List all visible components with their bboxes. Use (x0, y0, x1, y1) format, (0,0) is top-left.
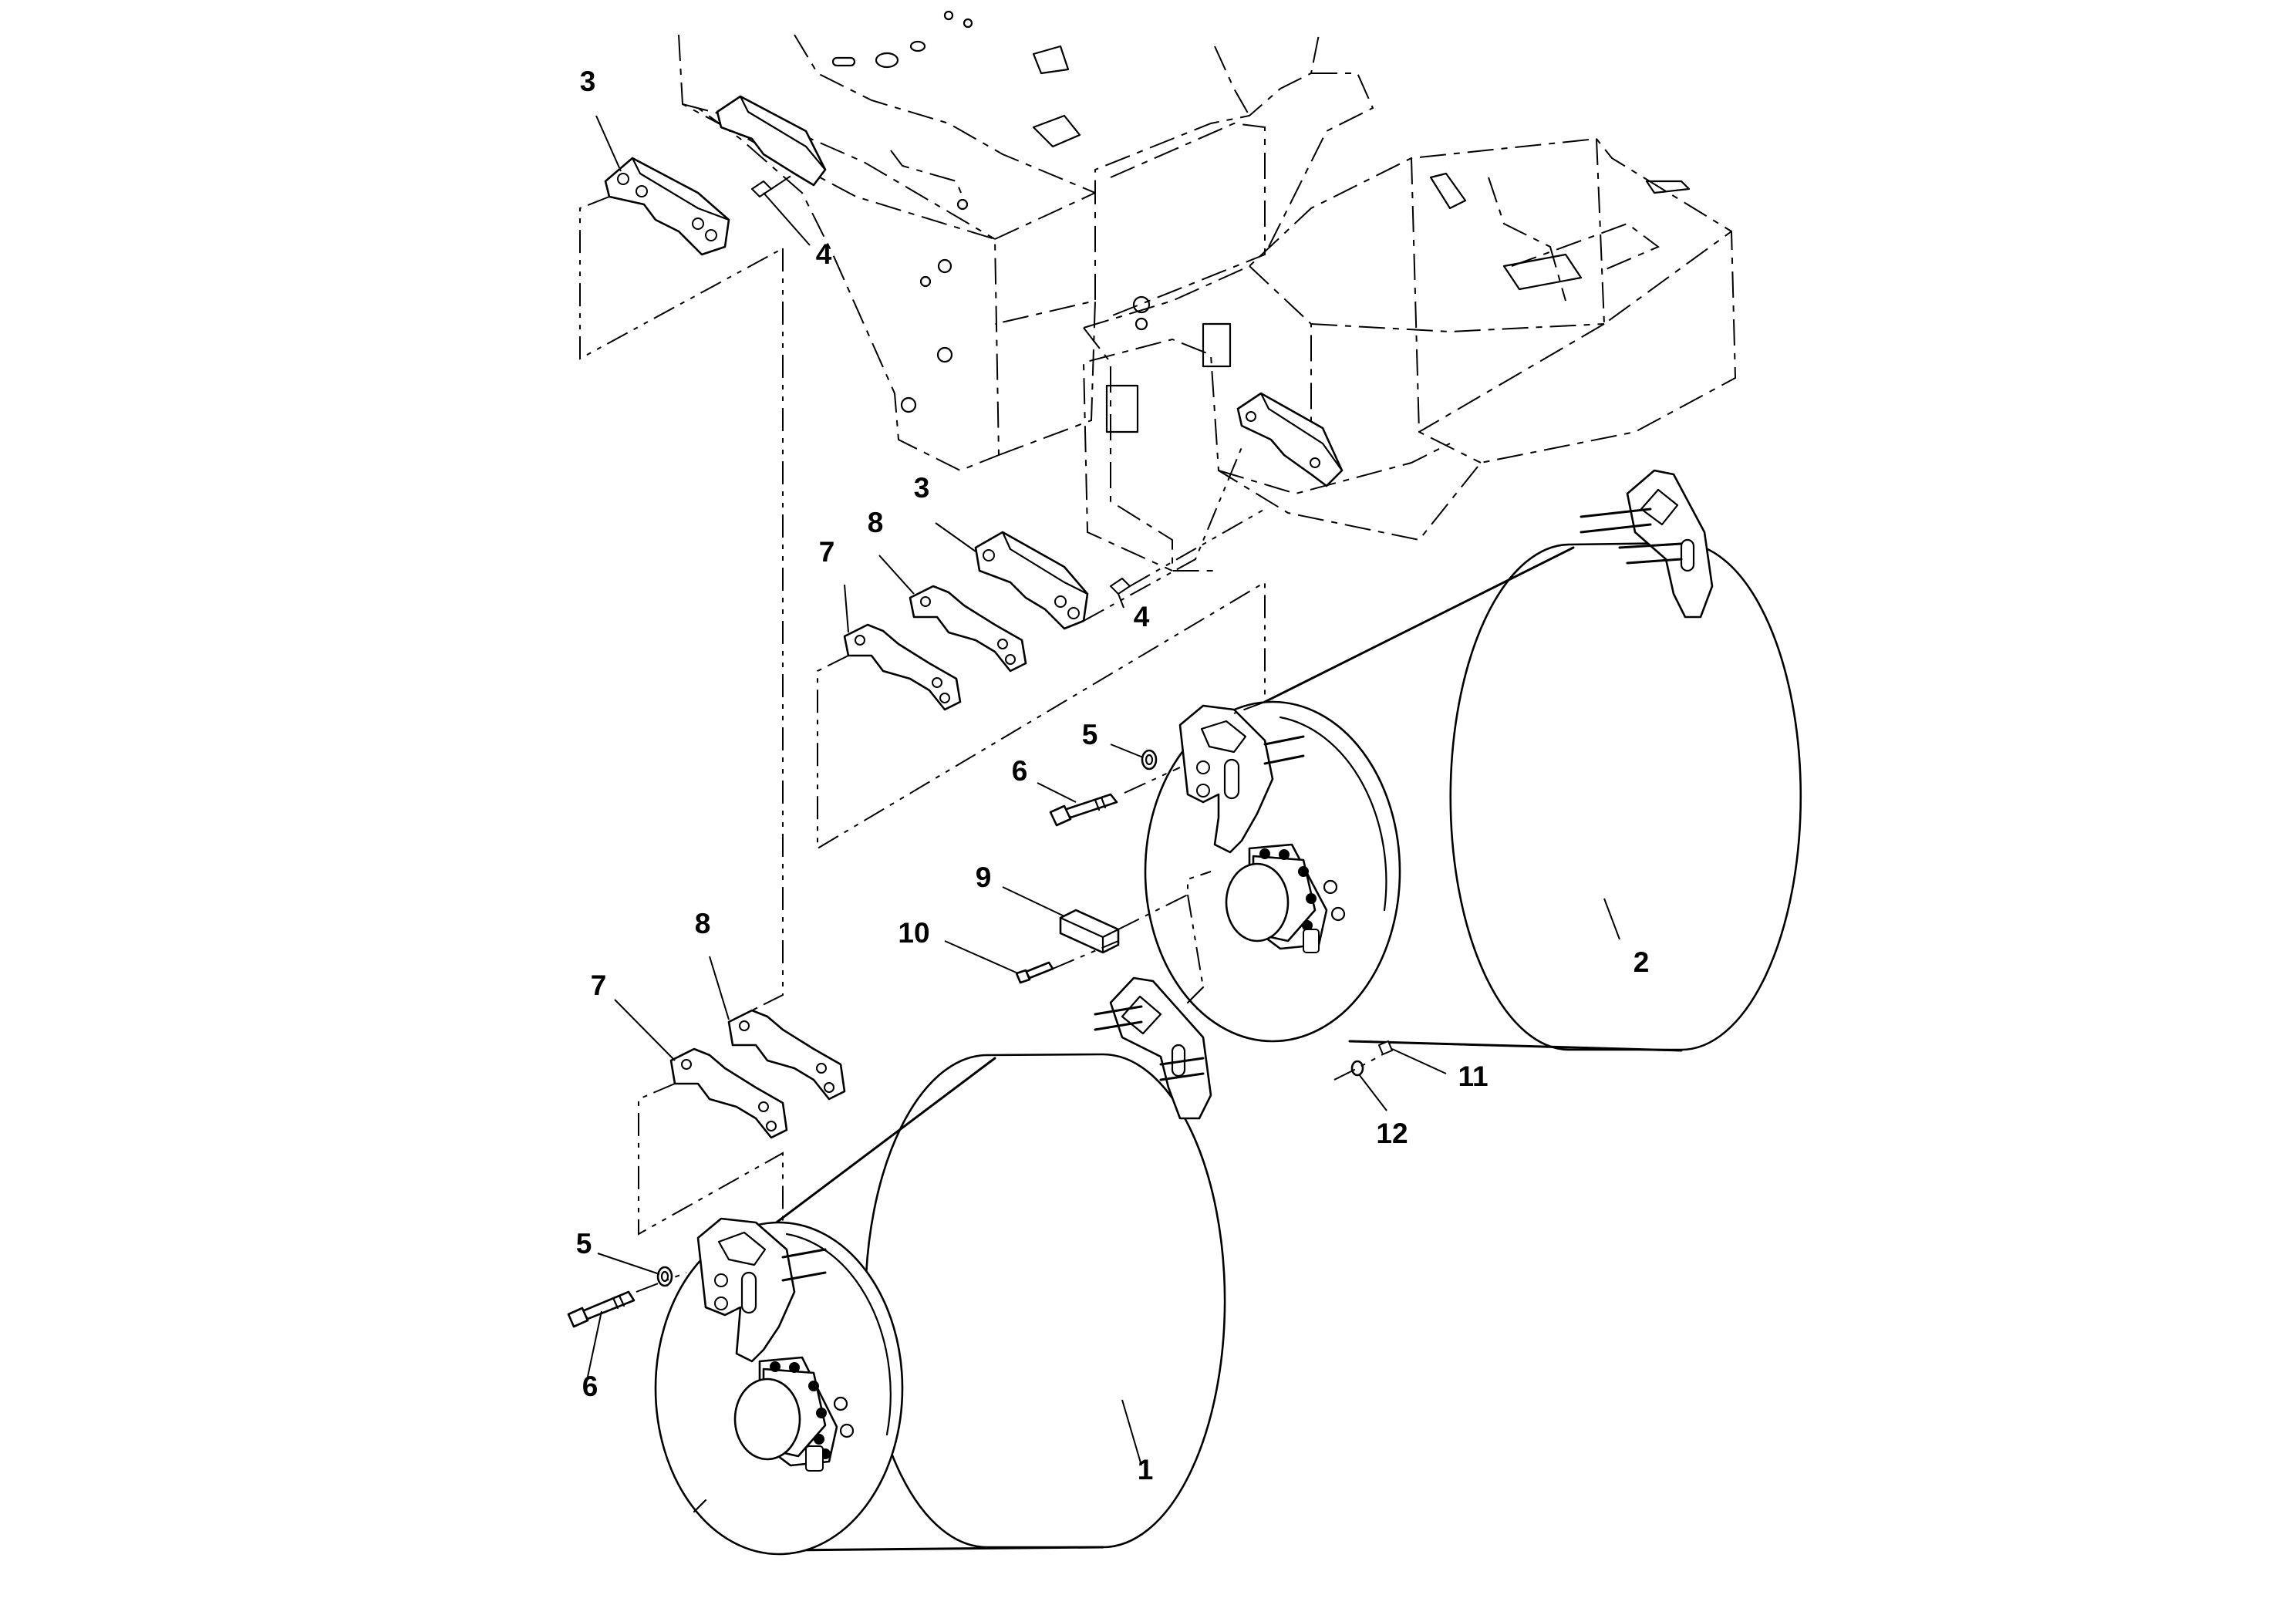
bolt-6-lower (567, 1290, 636, 1328)
bracket-drum-1-rear (1094, 976, 1212, 1120)
callout-11: 11 (1458, 1061, 1488, 1092)
callout-4-lower: 4 (1134, 601, 1150, 632)
mount-block-frame-upper (716, 95, 827, 187)
machine-frame (678, 10, 1737, 572)
bracket-drum-2-rear (1580, 469, 1714, 619)
bolt-10 (1015, 961, 1054, 984)
callout-2: 2 (1633, 946, 1650, 978)
callout-4-upper: 4 (816, 238, 832, 270)
bolt-6-upper (1049, 793, 1118, 827)
pin-4-upper (751, 180, 772, 197)
callout-3-upper: 3 (580, 66, 596, 97)
callout-labels: 3 4 3 8 7 4 5 6 9 10 2 8 7 11 12 5 6 1 (576, 66, 1650, 1485)
shim-plate-7-lower (669, 1047, 788, 1139)
callout-8-middle: 8 (868, 507, 884, 538)
callout-5-lower: 5 (576, 1228, 592, 1259)
callout-10: 10 (898, 917, 929, 949)
mount-block-frame-lower (1236, 392, 1344, 487)
callout-7-middle: 7 (819, 536, 835, 568)
callout-5-upper: 5 (1082, 719, 1098, 750)
explosion-lines (579, 173, 1384, 1293)
leader-lines (587, 115, 1620, 1466)
shim-plate-8-lower (727, 1009, 846, 1101)
washer-5-lower (656, 1266, 673, 1287)
callout-3-lower: 3 (914, 472, 930, 504)
hanger-motor-drum-2 (1178, 704, 1346, 953)
callout-6-lower: 6 (582, 1371, 598, 1402)
callout-6-upper: 6 (1012, 755, 1028, 787)
pin-4-lower (1110, 578, 1131, 595)
callout-12: 12 (1376, 1118, 1408, 1149)
bolt-11 (1378, 1040, 1393, 1055)
callout-7-lower: 7 (591, 969, 607, 1001)
callout-1: 1 (1138, 1454, 1154, 1485)
mount-block-3-lower (974, 531, 1089, 630)
shim-plate-8-middle (909, 585, 1027, 673)
washer-5-upper (1141, 749, 1158, 771)
shim-plate-7-middle (843, 623, 962, 711)
mount-block-3-upper (604, 157, 730, 256)
hanger-motor-drum-1 (696, 1217, 855, 1472)
callout-9: 9 (976, 862, 992, 893)
callout-8-lower: 8 (695, 908, 711, 939)
washer-12 (1350, 1060, 1364, 1077)
spacer-block-9 (1059, 909, 1120, 954)
